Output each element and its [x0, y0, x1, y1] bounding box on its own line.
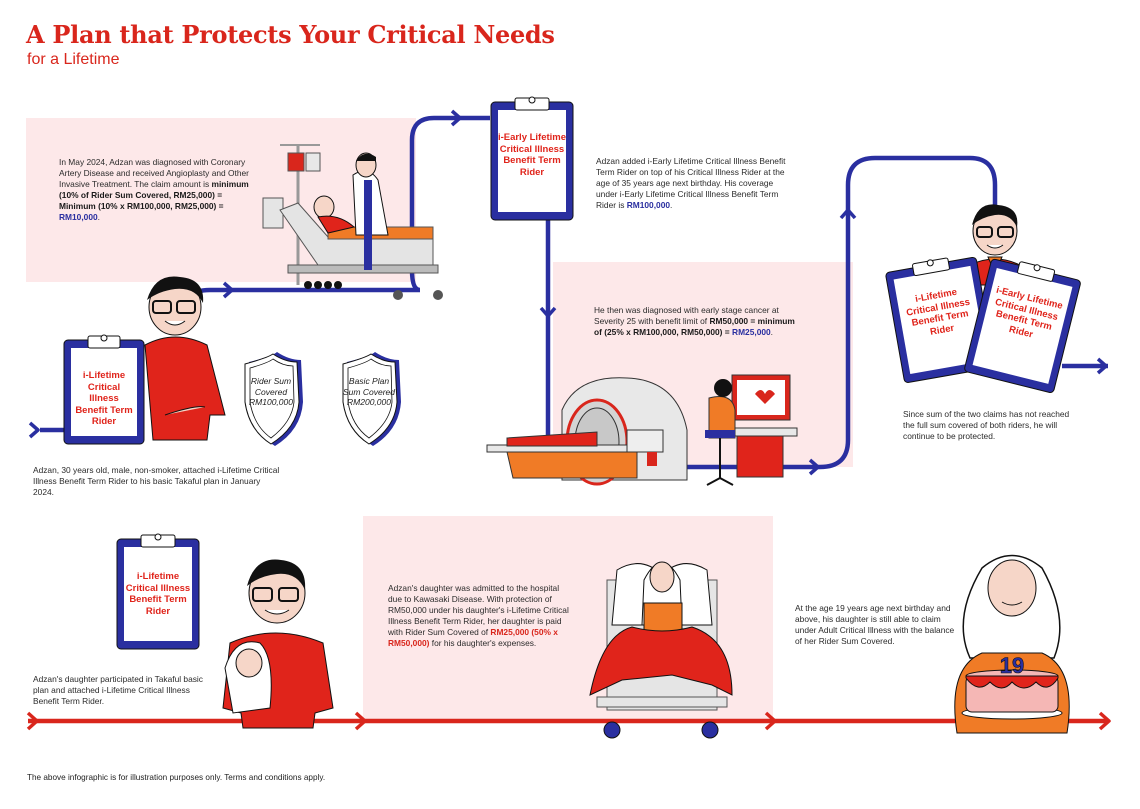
hospital-bed-illustration	[262, 144, 443, 300]
clipboard-i-early-lifetime: i-Early Lifetime Critical Illness Benefi…	[489, 96, 575, 222]
shield-label-amount: RM100,000	[249, 397, 293, 407]
claim2-amount: RM25,000	[732, 326, 771, 337]
clipboard-i-early-lifetime-held: i-Early Lifetime Critical Illness Benefi…	[961, 252, 1084, 396]
chevron-right-icon	[26, 711, 1111, 731]
clipboard-daughter-i-lifetime: i-Lifetime Critical Illness Benefit Term…	[115, 533, 201, 651]
clipboard-i-lifetime-held: i-Lifetime Critical Illness Benefit Term…	[882, 251, 997, 386]
clipboard-label: i-Early Lifetime Critical Illness Benefi…	[497, 132, 567, 178]
shield-rider-sum-covered: Rider Sum Covered RM100,000	[243, 352, 305, 448]
adzan-holding-baby-illustration	[222, 559, 334, 729]
shield-label-line1: Rider Sum	[250, 376, 292, 386]
chevron-up-icon	[839, 207, 857, 220]
adzan-figure-illustration	[144, 276, 226, 441]
mri-scanner-illustration	[486, 374, 798, 486]
shield-label-line1: Basic Plan	[348, 376, 390, 386]
step-daughter-claim-text: Adzan's daughter was admitted to the hos…	[388, 583, 569, 648]
disclaimer-text: The above infographic is for illustratio…	[27, 773, 326, 782]
shield-label-amount: RM200,000	[347, 397, 391, 407]
step-daughter-adult-text: At the age 19 years age next birthday an…	[795, 603, 955, 646]
cake-candle-number: 19	[1000, 653, 1024, 678]
step-claim1-text: In May 2024, Adzan was diagnosed with Co…	[59, 157, 249, 222]
step-protected-text: Since sum of the two claims has not reac…	[903, 409, 1070, 441]
daughter-hospital-bed-illustration	[589, 561, 733, 739]
shield-label-line2: Sum Covered	[343, 386, 395, 397]
step-daughter-start-text: Adzan's daughter participated in Takaful…	[33, 674, 203, 706]
chevron-right-icon	[28, 109, 1108, 476]
clipboard-label: i-Lifetime Critical Illness Benefit Term…	[75, 370, 133, 427]
daughter-claim-amount: RM25,000 (50% x RM50,000)	[388, 626, 558, 648]
page-title: A Plan that Protects Your Critical Needs	[26, 20, 555, 49]
clipboard-i-lifetime: i-Lifetime Critical Illness Benefit Term…	[62, 334, 146, 446]
daughter-with-cake-illustration: 19	[954, 554, 1070, 734]
clipboard-label: i-Lifetime Critical Illness Benefit Term…	[125, 571, 191, 617]
shield-label-line2: Covered	[254, 386, 288, 397]
step-claim2-text: He then was diagnosed with early stage c…	[594, 305, 795, 337]
shield-basic-plan-sum-covered: Basic Plan Sum Covered RM200,000	[341, 352, 403, 448]
add-rider-coverage-amount: RM100,000	[626, 199, 671, 210]
step-add-rider-text: Adzan added i-Early Lifetime Critical Il…	[596, 156, 786, 210]
claim1-amount: RM10,000	[59, 211, 98, 222]
page-subtitle: for a Lifetime	[27, 51, 120, 68]
chevron-down-icon	[539, 306, 557, 319]
step-start-text: Adzan, 30 years old, male, non-smoker, a…	[33, 465, 280, 497]
